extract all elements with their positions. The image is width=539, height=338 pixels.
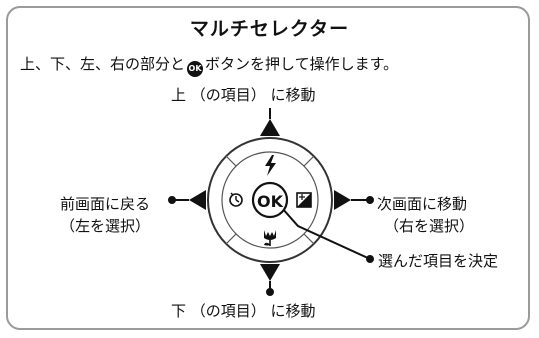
ring-segment-lines	[225, 155, 315, 245]
ok-button	[251, 181, 289, 219]
right-leader-dot	[366, 196, 374, 204]
description-before: 上、下、左、右の部分と	[20, 55, 186, 73]
center-leader-line	[281, 207, 371, 260]
left-leader-dot	[168, 196, 176, 204]
center-leader-dot	[366, 255, 374, 263]
description-after: ボタンを押して操作します。	[205, 55, 399, 73]
label-center: 選んだ項目を決定	[378, 252, 499, 270]
label-up: 上 （の項目） に移動	[171, 86, 316, 104]
up-arrow-icon	[260, 119, 280, 136]
exposure-compensation-icon	[296, 192, 312, 208]
macro-tulip-icon	[264, 230, 276, 246]
page-title: マルチセレクター	[189, 18, 350, 40]
label-down: 下 （の項目） に移動	[171, 302, 316, 320]
label-left-line2: （左を選択）	[60, 217, 151, 235]
multi-selector-inner-ring	[221, 151, 319, 249]
down-arrow-icon	[260, 264, 280, 281]
self-timer-icon	[229, 192, 243, 207]
down-leader-dot	[266, 288, 274, 296]
right-arrow-icon	[334, 190, 351, 210]
left-arrow-icon	[189, 190, 206, 210]
flash-icon	[265, 155, 276, 176]
label-right-line2: （右を選択）	[384, 217, 475, 235]
label-right-line1: 次画面に移動	[377, 195, 468, 213]
ok-button-label: OK	[257, 192, 284, 211]
label-left-line1: 前画面に戻る	[60, 195, 151, 213]
ok-badge-icon: OK	[187, 61, 204, 77]
